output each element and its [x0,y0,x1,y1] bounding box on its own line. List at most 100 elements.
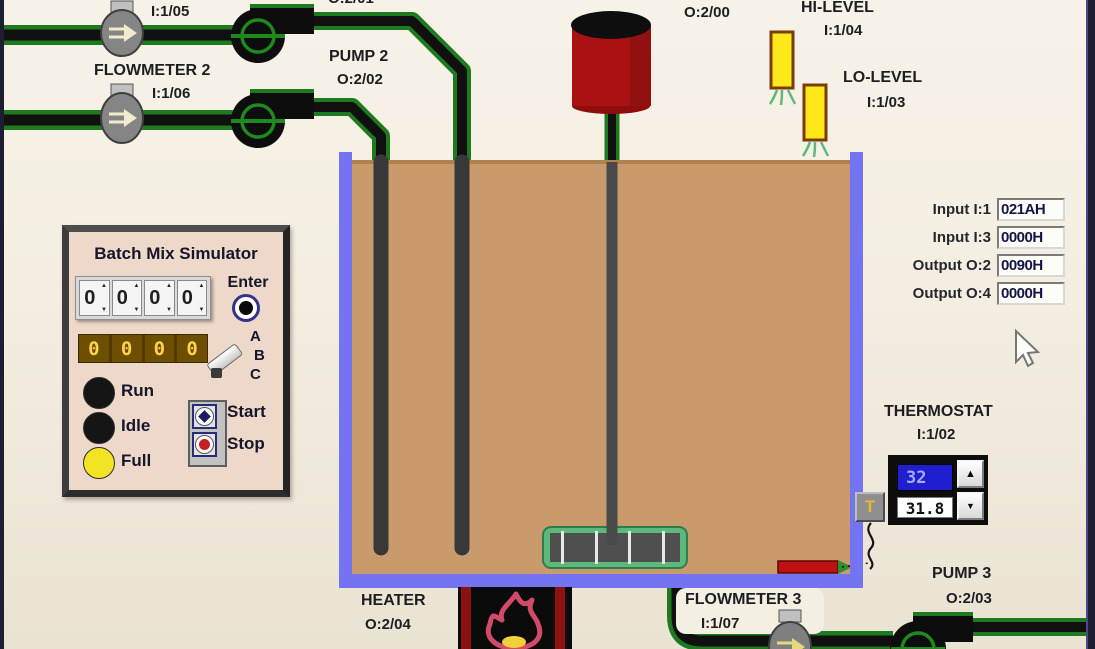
heater-tag: O:2/04 [365,616,411,633]
io-label: Output O:2 [912,257,991,274]
pump-2-tag: O:2/02 [337,71,383,88]
thermostat-reading-display: 31.8 [897,497,953,518]
io-value-input-i1: 021AH [997,198,1065,221]
thumbwheel-digit-4[interactable]: 0 ▲▼ [176,280,207,316]
io-row: Input I:3 0000H [883,226,1065,249]
io-row: Input I:1 021AH [883,198,1065,221]
stop-button[interactable] [192,432,217,457]
up-arrow-icon[interactable]: ▲ [166,283,172,289]
screen-edge-left [0,0,4,649]
mouse-cursor [1015,328,1041,368]
start-button-face [195,407,214,426]
thermostat-down-button[interactable]: ▼ [957,492,984,520]
thermostat-unit: 32 31.8 ▲ ▼ [888,455,988,525]
tank-wall-right [850,152,863,588]
hi-level-sensor-icon [768,30,797,106]
digit: 0 [181,286,193,309]
pump-2-name: PUMP 2 [329,48,389,65]
pump-3-name: PUMP 3 [932,565,992,582]
down-arrow-icon[interactable]: ▼ [198,307,205,313]
io-value-input-i3: 0000H [997,226,1065,249]
pipe-line-1 [0,12,471,168]
screen-edge-right [1086,0,1095,649]
flowmeter-3-name: FLOWMETER 3 [685,591,802,608]
io-value-output-o2: 0090H [997,254,1065,277]
mixer-motor [571,11,651,168]
start-label: Start [227,402,266,421]
enter-button[interactable] [232,294,260,322]
digit: 0 [84,286,96,309]
thermostat-wire [867,522,875,570]
thumbwheel-digit-2[interactable]: 0 ▲▼ [111,280,142,316]
tank-wall-left [339,152,352,588]
lo-level-sensor-icon [801,83,830,158]
idle-label: Idle [121,416,151,435]
panel-title: Batch Mix Simulator [94,244,258,263]
run-label: Run [121,381,155,400]
simulator-control-panel: Batch Mix Simulator 0 ▲▼ 0 ▲▼ 0 ▲▼ 0 ▲▼ … [62,225,290,497]
digit: 0 [149,286,161,309]
io-label: Output O:4 [912,285,991,302]
mixer-blade [542,526,688,569]
full-light [83,447,115,479]
pump-3-icon [890,612,973,649]
pump-2-icon [231,89,314,148]
idle-light [83,412,115,444]
up-arrow-icon[interactable]: ▲ [133,283,140,289]
temperature-sensor-box: T [855,492,885,522]
enter-label: Enter [227,274,269,291]
stop-label: Stop [227,434,265,453]
selector-option-a: A [250,328,261,345]
pump-3-tag: O:2/03 [946,590,992,607]
digit-spinner[interactable]: ▲▼ [197,281,206,315]
led-readout: 0 0 0 0 [78,334,208,363]
temperature-probe [777,560,870,574]
lo-level-tag: I:1/03 [867,94,906,111]
stop-button-face [195,435,214,454]
digit-spinner[interactable]: ▲▼ [100,281,109,315]
digit: 0 [116,286,128,309]
thermostat-tag: I:1/02 [917,426,956,443]
thermostat-up-button[interactable]: ▲ [957,460,984,488]
down-arrow-icon[interactable]: ▼ [101,307,107,313]
full-label: Full [121,451,152,470]
flowmeter-3-icon [768,609,812,649]
abc-selector-switch[interactable] [206,343,251,378]
pump-1-tag: O:2/01 [328,0,374,7]
thumbwheel-digit-1[interactable]: 0 ▲▼ [79,280,110,316]
io-row: Output O:4 0000H [883,282,1065,305]
led-digit: 0 [79,335,112,362]
up-arrow-icon[interactable]: ▲ [198,283,205,289]
heater-name: HEATER [361,592,426,609]
run-light [83,377,115,409]
down-arrow-icon[interactable]: ▼ [133,307,140,313]
flowmeter-1-tag: I:1/05 [151,3,190,20]
led-digit: 0 [145,335,178,362]
io-label: Input I:1 [932,201,991,218]
down-arrow-icon[interactable]: ▼ [166,307,172,313]
flowmeter-2-icon [100,83,144,144]
flowmeter-1-icon [100,0,144,57]
up-arrow-icon[interactable]: ▲ [101,283,107,289]
lo-level-name: LO-LEVEL [843,69,923,86]
digit-spinner[interactable]: ▲▼ [132,281,141,315]
start-button[interactable] [192,404,217,429]
tank-wall-bottom [339,574,863,588]
stop-dot-icon [199,439,210,450]
flowmeter-3-tag: I:1/07 [701,615,740,632]
thumbwheel-input[interactable]: 0 ▲▼ 0 ▲▼ 0 ▲▼ 0 ▲▼ [75,276,211,320]
mixer-tag: O:2/00 [684,4,730,21]
flowmeter-2-tag: I:1/06 [152,85,191,102]
hi-level-tag: I:1/04 [824,22,863,39]
digit-spinner[interactable]: ▲▼ [165,281,174,315]
io-row: Output O:2 0090H [883,254,1065,277]
flowmeter-2-name: FLOWMETER 2 [94,62,211,79]
selector-option-b: B [254,347,265,364]
thumbwheel-digit-3[interactable]: 0 ▲▼ [144,280,175,316]
hi-level-name: HI-LEVEL [801,0,874,16]
heater-flame-icon [458,587,572,649]
selector-option-c: C [250,366,261,383]
io-value-output-o4: 0000H [997,282,1065,305]
start-diamond-icon [198,410,211,423]
